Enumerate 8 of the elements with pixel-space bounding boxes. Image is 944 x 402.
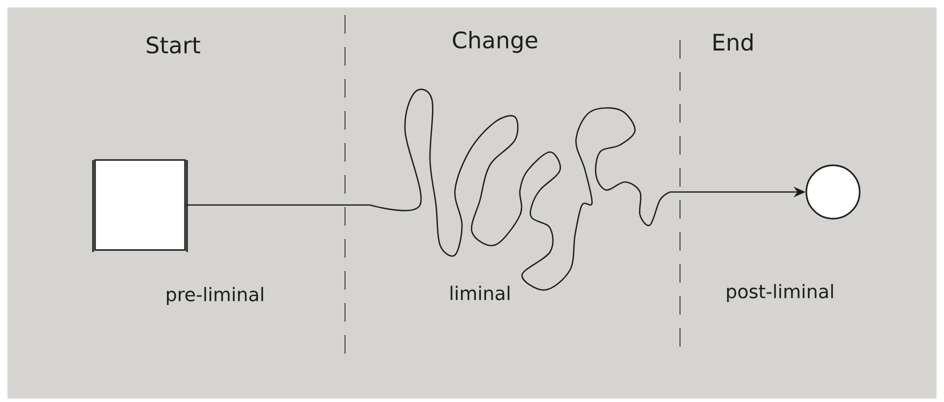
stage-label: pre-liminal <box>166 286 264 306</box>
heading: End <box>714 33 752 51</box>
stage-label: post-liminal <box>727 284 833 302</box>
square <box>94 159 186 251</box>
heading: Start <box>146 36 200 54</box>
heading: Change <box>452 31 538 53</box>
stage-label: liminal <box>450 286 510 300</box>
circle <box>806 164 860 220</box>
